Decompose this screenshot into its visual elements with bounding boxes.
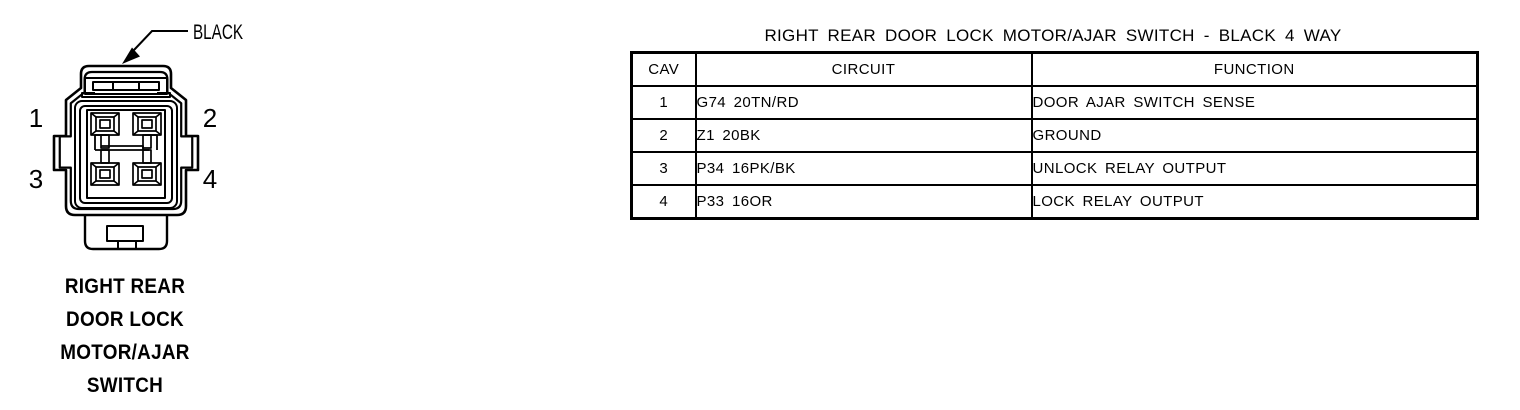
pin-label-1: 1 bbox=[29, 103, 43, 133]
connector-color-label: BLACK bbox=[193, 21, 243, 44]
circuit-cell: P33 16OR bbox=[694, 184, 1033, 220]
black-leader-arrow bbox=[122, 30, 188, 64]
table-row: 2 Z1 20BK GROUND bbox=[630, 118, 1479, 153]
header-row: CAV CIRCUIT FUNCTION bbox=[630, 51, 1479, 87]
function-cell: UNLOCK RELAY OUTPUT bbox=[1030, 151, 1479, 186]
pin-label-4: 4 bbox=[203, 164, 217, 194]
function-cell: LOCK RELAY OUTPUT bbox=[1030, 184, 1479, 220]
pin-label-3: 3 bbox=[29, 164, 43, 194]
terminal-cavity-4 bbox=[132, 162, 162, 186]
function-cell: DOOR AJAR SWITCH SENSE bbox=[1030, 85, 1479, 120]
table-row: 1 G74 20TN/RD DOOR AJAR SWITCH SENSE bbox=[630, 85, 1479, 120]
terminal-cavity-2 bbox=[132, 112, 162, 136]
latch bbox=[81, 77, 171, 98]
cav-cell: 1 bbox=[630, 85, 697, 120]
cav-cell: 3 bbox=[630, 151, 697, 186]
pinout-section: RIGHT REAR DOOR LOCK MOTOR/AJAR SWITCH -… bbox=[630, 24, 1479, 220]
cav-cell: 4 bbox=[630, 184, 697, 220]
table-title: RIGHT REAR DOOR LOCK MOTOR/AJAR SWITCH -… bbox=[764, 26, 1342, 45]
pin-label-2: 2 bbox=[203, 103, 217, 133]
terminal-cavity-1 bbox=[90, 112, 120, 136]
cav-cell: 2 bbox=[630, 118, 697, 153]
center-key bbox=[94, 134, 158, 151]
pinout-table: CAV CIRCUIT FUNCTION 1 G74 20TN/RD DOOR … bbox=[630, 51, 1479, 220]
circuit-cell: G74 20TN/RD bbox=[694, 85, 1033, 120]
circuit-cell: P34 16PK/BK bbox=[694, 151, 1033, 186]
terminal-cavity-3 bbox=[90, 162, 120, 186]
connector-caption: RIGHT REAR DOOR LOCK MOTOR/AJAR SWITCH bbox=[60, 275, 190, 397]
header-circuit: CIRCUIT bbox=[694, 51, 1033, 87]
connector-body bbox=[52, 64, 200, 251]
bottom-tab bbox=[83, 215, 169, 251]
circuit-cell: Z1 20BK bbox=[694, 118, 1033, 153]
connector-outline bbox=[52, 64, 200, 217]
header-function: FUNCTION bbox=[1030, 51, 1479, 87]
table-row: 3 P34 16PK/BK UNLOCK RELAY OUTPUT bbox=[630, 151, 1479, 186]
table-row: 4 P33 16OR LOCK RELAY OUTPUT bbox=[630, 184, 1479, 220]
connector-diagram: BLACK bbox=[29, 21, 243, 251]
header-cav: CAV bbox=[630, 51, 697, 87]
connector-inner-outline bbox=[58, 70, 194, 211]
function-cell: GROUND bbox=[1030, 118, 1479, 153]
cavity-frames bbox=[74, 100, 178, 209]
